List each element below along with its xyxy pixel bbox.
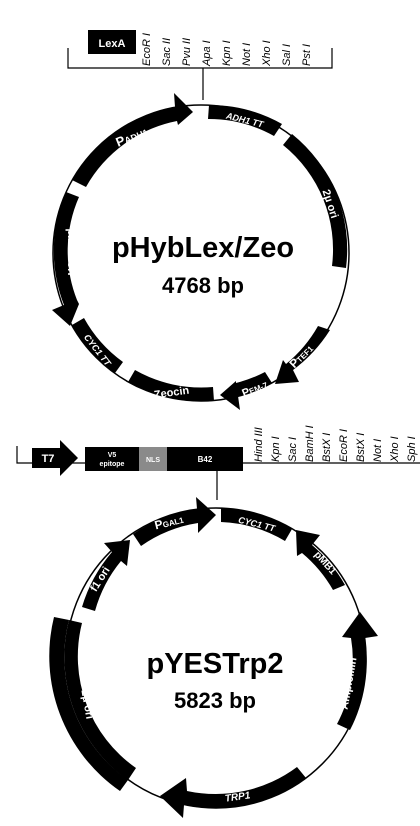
mcs-bracket-2 [16, 446, 420, 464]
pmb1-ori-arrow [52, 192, 79, 326]
trp1-arrow [160, 767, 306, 818]
plasmid-2-mcs-site-1: Kpn I [270, 436, 282, 462]
pmb1-arrow-2 [296, 530, 345, 590]
b42-label: B42 [198, 455, 213, 464]
p-adh1-arrow [72, 93, 193, 187]
2-micron-ori-box [283, 134, 348, 268]
zeocin-label: Zeocin [153, 385, 190, 402]
p-tef1-arrow [275, 326, 330, 384]
plasmid-2-size: 5823 bp [174, 688, 256, 713]
plasmid-2-map: T7 V5 epitope NLS B42 Hind III Kpn I Sac I… [16, 425, 420, 818]
trp1-label: TRP1 [224, 790, 251, 805]
plasmid-1-mcs-site-7: Sal I [281, 44, 293, 66]
plasmid-2-mcs-site-4: BstX I [321, 433, 333, 462]
t7-arrow [32, 440, 78, 476]
nls-label: NLS [146, 457, 160, 464]
plasmid-1-mcs-site-8: Pst I [301, 44, 313, 66]
v5-label: V5 [108, 452, 117, 459]
plasmid-2-mcs-sites: Hind III Kpn I Sac I BamH I BstX I EcoR I BstX… [253, 425, 418, 463]
cyc1-tt-box [72, 318, 123, 373]
zeocin-box [128, 370, 214, 402]
t7-label: T7 [42, 453, 55, 465]
f1-ori-label: f1 ori [88, 565, 112, 594]
2-micron-ori-box-2 [49, 617, 128, 791]
2-micron-ori-inner [64, 620, 136, 780]
b42-box [167, 447, 243, 471]
p-em7-arrow [220, 372, 272, 410]
adh1-tt-box [208, 104, 282, 136]
plasmid-2-mcs-site-2: Sac I [287, 437, 299, 462]
nls-box [139, 447, 167, 471]
ampicillin-arrow [337, 612, 378, 730]
plasmid-1-mcs-site-1: Sac II [161, 38, 173, 66]
plasmid-1-mcs-site-6: Xho I [261, 40, 273, 67]
plasmid-2-mcs-site-5: EcoR I [338, 429, 350, 462]
plasmid-2-name: pYESTrp2 [147, 648, 284, 680]
plasmid-2-mcs-site-7: Not I [372, 439, 384, 462]
lexa-box [88, 30, 136, 54]
mcs-bracket [67, 48, 333, 69]
cyc1-tt-box-2 [221, 508, 292, 541]
plasmid-1-mcs-site-2: Pvu II [181, 38, 193, 66]
plasmid-2-mcs-site-6: BstX I [355, 433, 367, 462]
plasmid-2-mcs-site-0: Hind III [253, 427, 265, 462]
plasmid-1-mcs-site-4: Kpn I [221, 40, 233, 66]
plasmid-1-mcs-site-3: Apa I [201, 40, 213, 67]
plasmid-1-name: pHybLex/Zeo [112, 232, 294, 264]
p-gal1-arrow [133, 497, 216, 546]
lexa-label: LexA [99, 38, 126, 50]
plasmid-2-mcs-site-3: BamH I [304, 425, 316, 462]
plasmid-1-map: LexA EcoR I Sac II Pvu II Apa I Kpn I Not I Xh… [52, 30, 350, 410]
f1-ori-arrow [82, 540, 130, 611]
plasmid-1-mcs-site-0: EcoR I [141, 33, 153, 66]
v5-epitope-box [85, 447, 139, 471]
v5-sub-label: epitope [100, 461, 125, 468]
plasmid-2-mcs-site-9: Sph I [406, 436, 418, 462]
plasmid-1-size: 4768 bp [162, 273, 244, 298]
pmb1-ori-label: pMB1 ori [65, 228, 77, 275]
plasmid-2-mcs-site-8: Xho I [389, 436, 401, 463]
plasmid-1-mcs-sites: EcoR I Sac II Pvu II Apa I Kpn I Not I Xho I Sa… [141, 33, 313, 67]
2-micron-ori-label-2: 2µ ori [78, 689, 95, 720]
plasmid-1-mcs-site-5: Not I [241, 43, 253, 66]
